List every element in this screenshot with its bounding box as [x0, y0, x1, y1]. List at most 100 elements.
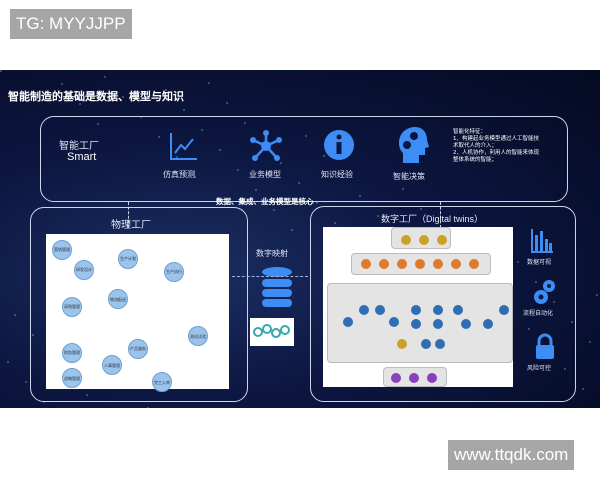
system-node [433, 305, 443, 315]
process-node: 研发设计 [74, 259, 94, 280]
system-node [453, 305, 463, 315]
info-icon [324, 130, 354, 160]
capability-label: 风险可控 [527, 365, 552, 372]
star [140, 116, 142, 118]
system-node [343, 317, 353, 327]
system-node [389, 317, 399, 327]
features-text: 智能化特征： 1、构建起业务模型通过人工智能技术取代人的介入； 2、人机协作，利… [453, 129, 539, 164]
process-node: 产品服务 [128, 338, 148, 359]
star [298, 182, 300, 184]
capability-label: 数据可视 [527, 259, 552, 266]
process-node: 物流配送 [108, 289, 128, 310]
item-label: 智能决策 [393, 172, 425, 181]
bar-chart-icon [531, 229, 553, 253]
process-node: 营销管理 [52, 239, 72, 260]
star [43, 401, 45, 403]
star [244, 122, 246, 124]
star [402, 188, 404, 190]
star [122, 96, 124, 98]
physical-factory-panel: 物理工厂 营销管理研发设计生产计划生产执行采购管理物流配送财务管理产品服务测试试… [30, 207, 248, 402]
system-node [451, 259, 461, 269]
system-node [427, 373, 437, 383]
system-node [397, 339, 407, 349]
digital-factory-panel: 数字工厂（Digital twins） 数据可视 流程自动化 风险可控 [310, 206, 576, 402]
process-node: 人事管理 [102, 355, 122, 376]
system-node [437, 235, 447, 245]
star [147, 407, 149, 408]
system-node [433, 319, 443, 329]
star [582, 388, 584, 390]
connector-line [440, 202, 441, 228]
star [528, 328, 530, 330]
physical-factory-diagram: 营销管理研发设计生产计划生产执行采购管理物流配送财务管理产品服务测试试验战略管理… [46, 234, 229, 392]
star [208, 82, 210, 84]
star [571, 321, 573, 323]
star [194, 176, 196, 178]
system-node [359, 305, 369, 315]
mapping-connector [232, 276, 308, 277]
system-node [499, 305, 509, 315]
star [176, 156, 178, 158]
feature-heading: 智能化特征： [453, 129, 487, 135]
digital-factory-title: 数字工厂（Digital twins） [381, 214, 484, 224]
process-node: 财务管理 [62, 342, 82, 363]
head-gears-icon [399, 127, 429, 163]
star [517, 261, 519, 263]
star [273, 209, 275, 211]
star [280, 162, 282, 164]
system-node [391, 373, 401, 383]
star [0, 70, 2, 72]
digital-mapping-title: 数字映射 [256, 249, 288, 258]
star [564, 368, 566, 370]
digital-factory-diagram [323, 227, 513, 387]
star [553, 301, 555, 303]
process-node: 完工入库 [152, 372, 172, 392]
feature-item: 1、构建起业务模型通过人工智能技术取代人的介入； [453, 136, 540, 149]
item-label: 仿真预测 [163, 170, 195, 179]
star [255, 189, 257, 191]
star [165, 89, 167, 91]
star [237, 169, 239, 171]
star [596, 294, 598, 296]
gears-icon [534, 280, 555, 304]
star [316, 202, 318, 204]
star [158, 136, 160, 138]
star [7, 361, 9, 363]
star [97, 123, 99, 125]
system-node [461, 319, 471, 329]
star [86, 394, 88, 396]
star [323, 155, 325, 157]
line-chart-icon [170, 133, 197, 160]
item-label: 知识经验 [321, 170, 353, 179]
star [377, 215, 379, 217]
connector-line [128, 202, 129, 228]
star [201, 129, 203, 131]
star [589, 341, 591, 343]
star [341, 175, 343, 177]
item-label: 业务模型 [249, 170, 281, 179]
system-node [401, 235, 411, 245]
feature-item: 2、人机协作，利用人的智能来体现整体系统的智能； [453, 150, 540, 163]
capability-label: 流程自动化 [523, 310, 554, 317]
process-node: 战略管理 [62, 368, 82, 389]
physical-factory-title: 物理工厂 [111, 220, 151, 231]
star [359, 195, 361, 197]
smart-factory-panel: 智能工厂 Smart 仿真预测 业务模型 知识经验 智能决策 智能化特征： 1、… [40, 116, 568, 202]
star [183, 109, 185, 111]
system-node [433, 259, 443, 269]
banner-title: 智能制造的基础是数据、模型与知识 [8, 90, 184, 103]
system-node [483, 319, 493, 329]
system-node [379, 259, 389, 269]
system-node [397, 259, 407, 269]
database-icon [262, 267, 292, 307]
star [226, 102, 228, 104]
system-node [409, 373, 419, 383]
star [104, 76, 106, 78]
network-hub-icon [250, 130, 282, 161]
system-node [375, 305, 385, 315]
star [291, 229, 293, 231]
smart-label-cn: 智能工厂 [59, 141, 99, 152]
star [219, 149, 221, 151]
star [14, 314, 16, 316]
system-node [421, 339, 431, 349]
